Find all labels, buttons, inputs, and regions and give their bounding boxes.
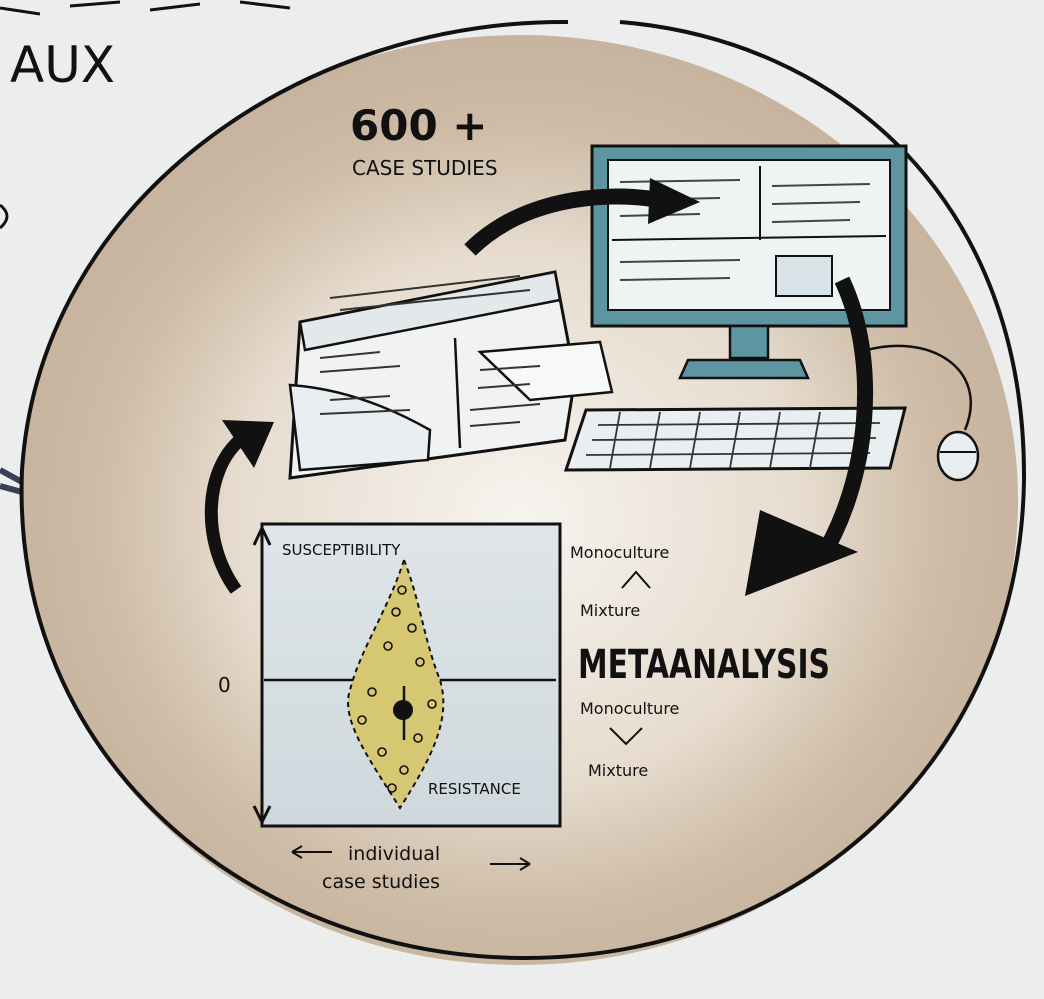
corner-text: AUX [10,36,115,94]
metaanalysis-title: METAANALYSIS [578,642,830,688]
lower-mixture: Mixture [588,761,648,780]
zero-label: 0 [218,673,231,697]
y-bottom-label: RESISTANCE [428,780,521,798]
y-top-label: SUSCEPTIBILITY [282,541,401,559]
upper-monoculture: Monoculture [570,543,669,562]
case-count: 600 + [350,101,487,150]
lower-monoculture: Monoculture [580,699,679,718]
mean-point [393,700,413,720]
case-studies-label: CASE STUDIES [352,156,498,180]
case-count-label: 600 + CASE STUDIES [350,101,498,180]
x-label-line2: case studies [322,871,440,893]
x-label-line1: individual [348,843,440,865]
upper-mixture: Mixture [580,601,640,620]
